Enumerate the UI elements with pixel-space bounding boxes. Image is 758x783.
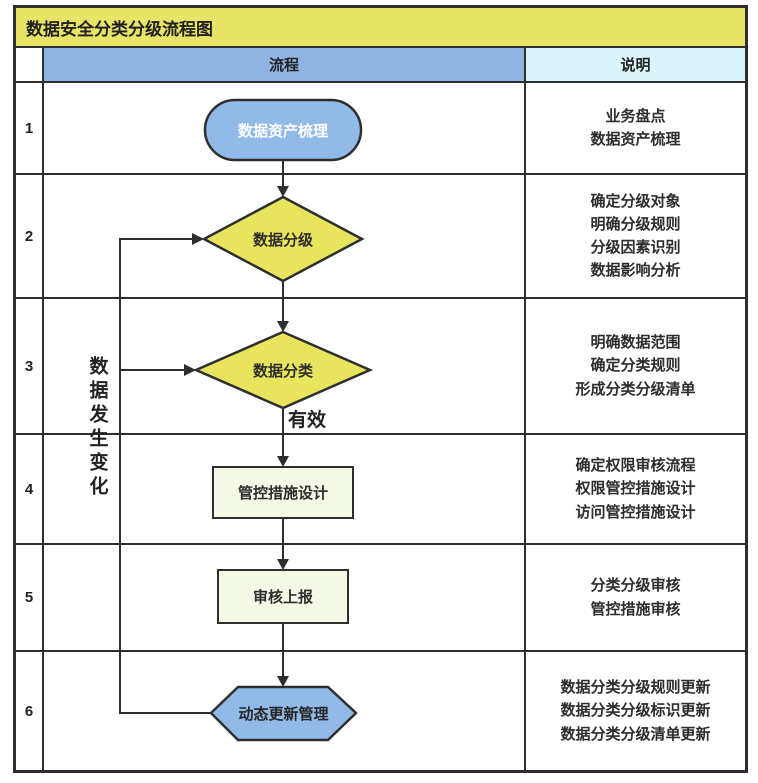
flowchart-table: 数据安全分类分级流程图 流程 说明 1 业务盘点 数据资产梳理 2 确定分级对象… [13,5,748,773]
flow-cell [44,545,526,650]
row-number: 4 [16,435,44,543]
row-notes: 确定权限审核流程 权限管控措施设计 访问管控措施设计 [575,457,696,521]
flow-cell [44,435,526,543]
row-notes: 明确数据范围 确定分类规则 形成分类分级清单 [575,334,696,398]
row-number: 5 [16,545,44,650]
table-row: 1 业务盘点 数据资产梳理 [16,83,745,175]
flow-cell [44,652,526,770]
table-row: 6 数据分类分级规则更新 数据分类分级标识更新 数据分类分级清单更新 [16,652,745,770]
row-number: 1 [16,83,44,173]
row-notes: 确定分级对象 明确分级规则 分级因素识别 数据影响分析 [590,192,681,280]
page-title: 数据安全分类分级流程图 [26,19,213,39]
column-header-desc: 说明 [526,48,745,81]
row-notes: 分类分级审核 管控措施审核 [590,577,681,618]
table-row: 3 明确数据范围 确定分类规则 形成分类分级清单 [16,299,745,435]
table-row: 4 确定权限审核流程 权限管控措施设计 访问管控措施设计 [16,435,745,545]
flow-cell [44,175,526,297]
header-row: 流程 说明 [16,48,745,83]
row-number: 6 [16,652,44,770]
flow-cell [44,83,526,173]
table-row: 5 分类分级审核 管控措施审核 [16,545,745,652]
row-number: 2 [16,175,44,297]
flow-cell [44,299,526,433]
row-number: 3 [16,299,44,433]
row-notes: 业务盘点 数据资产梳理 [590,107,681,148]
row-notes: 数据分类分级规则更新 数据分类分级标识更新 数据分类分级清单更新 [560,679,711,743]
column-header-flow: 流程 [44,48,526,81]
header-cell-number [16,48,44,81]
table-row: 2 确定分级对象 明确分级规则 分级因素识别 数据影响分析 [16,175,745,299]
title-bar: 数据安全分类分级流程图 [16,8,745,48]
